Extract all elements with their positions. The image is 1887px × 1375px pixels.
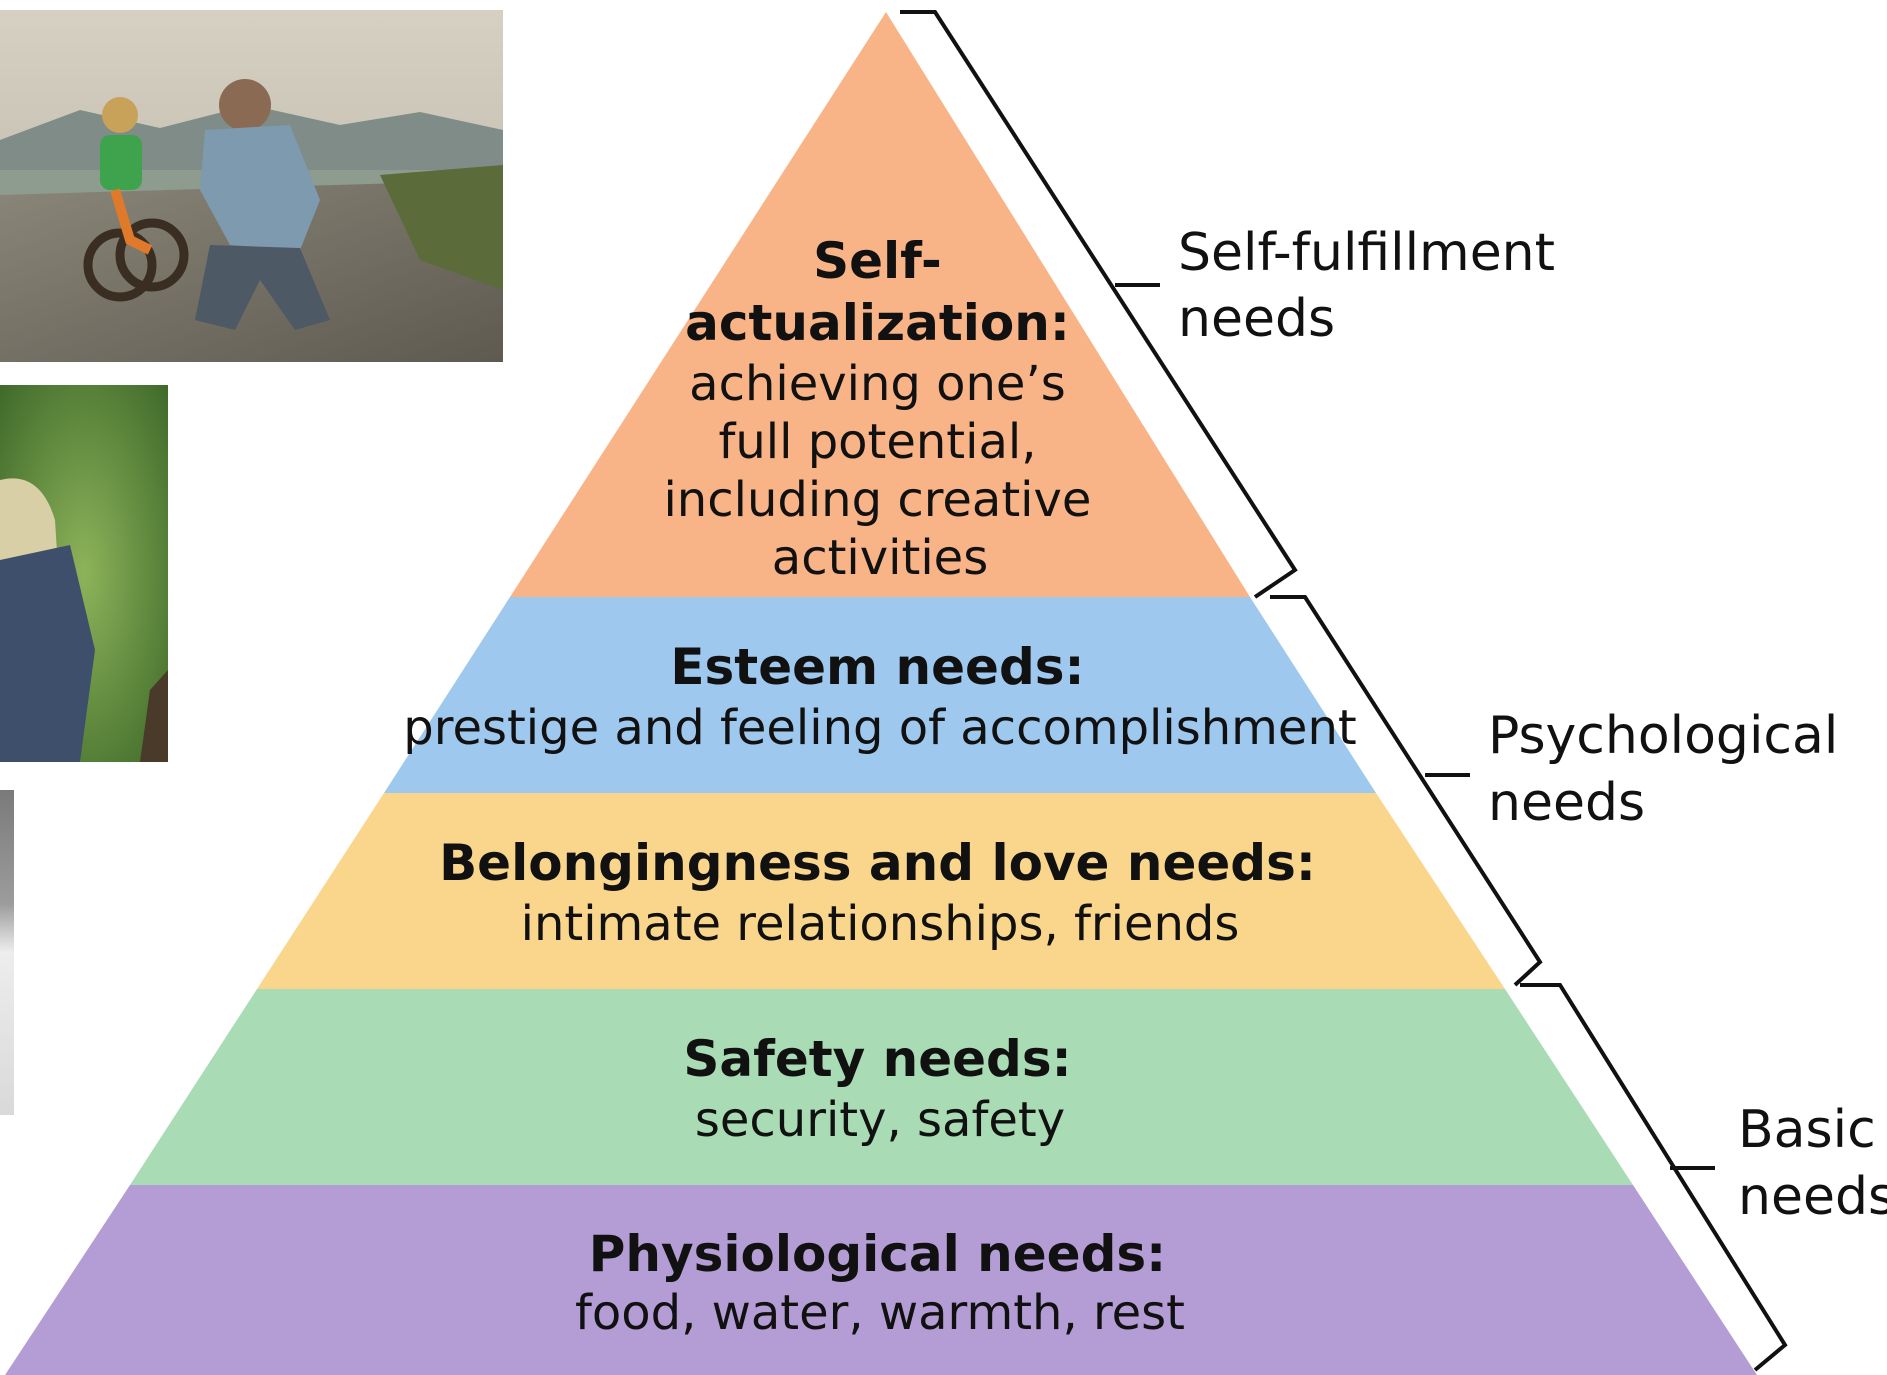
- tier-desc-line: activities: [772, 530, 988, 586]
- group-label-line: needs: [1488, 773, 1645, 833]
- group-self-fulfillment-label: Self-fulfillment needs: [1178, 223, 1572, 349]
- photo-icon: [83, 79, 330, 330]
- tier-belongingness: [257, 793, 1505, 989]
- group-label-line: needs: [1738, 1167, 1887, 1227]
- bracket-psychological: [1270, 595, 1543, 987]
- group-basic-label: Basic needs: [1738, 1100, 1887, 1227]
- tier-desc-line: security, safety: [695, 1092, 1065, 1148]
- tier-self-actualization-text: Self- actualization: achieving one’s ful…: [663, 232, 1096, 586]
- tier-title-line: Self-: [813, 232, 942, 290]
- bracket-basic: [1520, 983, 1788, 1372]
- photo-father-child-bike: [0, 10, 503, 362]
- group-label-line: Psychological: [1488, 706, 1838, 766]
- tier-self-actualization: [510, 12, 1250, 597]
- tier-physiological: [5, 1185, 1757, 1375]
- tier-esteem: [384, 597, 1376, 793]
- tier-title-line: Physiological needs:: [589, 1225, 1166, 1283]
- tier-belongingness-text: Belongingness and love needs: intimate r…: [439, 834, 1321, 952]
- photo-person-greenery: [0, 385, 168, 762]
- tier-desc-line: including creative: [663, 472, 1091, 528]
- tier-desc-line: intimate relationships, friends: [521, 896, 1240, 952]
- tier-title-line: Safety needs:: [683, 1030, 1071, 1088]
- tier-desc-line: full potential,: [718, 414, 1036, 470]
- tier-esteem-text: Esteem needs: prestige and feeling of ac…: [403, 638, 1356, 756]
- group-psychological-label: Psychological needs: [1488, 706, 1855, 833]
- photo-gray-fragment: [0, 790, 14, 1115]
- tier-desc-line: achieving one’s: [689, 356, 1066, 412]
- tier-safety: [130, 989, 1633, 1185]
- bracket-self-fulfillment: [900, 10, 1298, 599]
- tier-title-line: Esteem needs:: [670, 638, 1084, 696]
- group-label-line: Self-fulfillment: [1178, 223, 1555, 283]
- pyramid: [5, 12, 1757, 1375]
- group-label-line: Basic: [1738, 1100, 1876, 1160]
- tier-desc-line: prestige and feeling of accomplishment: [403, 700, 1356, 756]
- tier-title-line: actualization:: [685, 294, 1070, 352]
- tier-title-line: Belongingness and love needs:: [439, 834, 1316, 892]
- tier-desc-line: food, water, warmth, rest: [575, 1285, 1185, 1341]
- tier-safety-text: Safety needs: security, safety: [683, 1030, 1076, 1148]
- tier-physiological-text: Physiological needs: food, water, warmth…: [575, 1225, 1185, 1341]
- group-label-line: needs: [1178, 289, 1335, 349]
